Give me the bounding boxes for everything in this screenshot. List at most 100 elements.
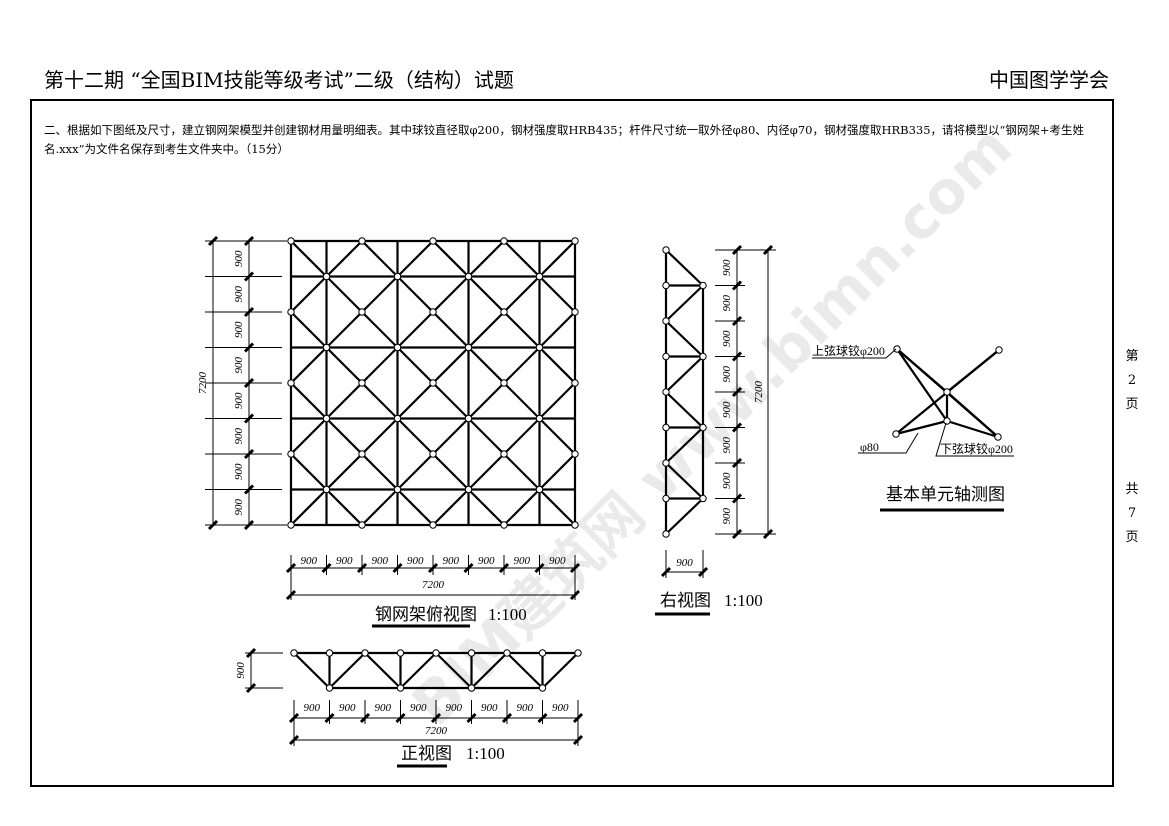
dimension-label: 900 <box>233 286 245 303</box>
bottom-ball-joint <box>535 485 544 494</box>
dimension-label: 900 <box>721 330 733 347</box>
top-ball-joint <box>571 379 579 387</box>
dimension-tick <box>731 422 743 433</box>
bottom-ball-joint <box>393 485 402 494</box>
bottom-ball-joint <box>464 414 473 423</box>
dimension-tick <box>572 734 584 746</box>
plan-scale: 1:100 <box>488 605 527 624</box>
dimension-label: 900 <box>233 428 245 445</box>
dimension-tick <box>245 682 257 694</box>
dimension-tick <box>762 528 774 540</box>
dimension-tick <box>207 235 219 247</box>
page-number: 第 2 页 <box>1122 345 1142 417</box>
dimension-tick <box>731 457 743 469</box>
dimension-label: 900 <box>372 555 389 567</box>
dimension-tick <box>324 712 335 724</box>
top-ball-joint <box>500 521 508 529</box>
dimension-tick <box>731 244 743 256</box>
axon-title: 基本单元轴测图 <box>886 485 1005 504</box>
dimension-tick <box>501 712 513 724</box>
dimension-tick <box>243 271 255 282</box>
dimension-label: 900 <box>478 555 495 567</box>
plan-title: 钢网架俯视图 <box>375 605 477 624</box>
dimension-tick <box>243 484 255 495</box>
member-line <box>435 652 473 689</box>
exam-title: 第十二期 “全国BIM技能等级考试”二级（结构）试题 <box>44 68 514 92</box>
top-ball-joint <box>358 237 366 245</box>
dimension-tick <box>207 519 219 531</box>
ball-joint <box>943 388 951 396</box>
dimension-tick <box>762 244 774 256</box>
dimension-label: 900 <box>552 702 569 714</box>
top-ball-joint <box>287 450 295 458</box>
dimension-label: 7200 <box>197 372 209 395</box>
bottom-ball-joint <box>464 343 473 352</box>
top-ball-joint <box>358 379 366 387</box>
member-line <box>293 652 331 689</box>
unit-member <box>896 348 948 393</box>
top-ball-joint <box>500 237 508 245</box>
ball-joint <box>574 649 582 657</box>
dimension-label: 900 <box>517 702 534 714</box>
top-ball-joint <box>358 308 366 316</box>
dimension-label: 900 <box>233 499 245 516</box>
ball-joint <box>662 317 670 325</box>
dimension-label: 900 <box>446 702 463 714</box>
dimension-tick <box>243 448 255 460</box>
ball-joint <box>325 684 334 692</box>
dimension-tick <box>285 562 297 574</box>
front-scale: 1:100 <box>466 744 505 763</box>
front-view <box>290 649 582 692</box>
page-total: 共 7 页 <box>1122 478 1142 550</box>
member-line <box>665 249 704 287</box>
bottom-ball-joint <box>393 343 402 352</box>
page-value: 2 <box>1127 373 1137 388</box>
dimension-label: 900 <box>721 472 733 489</box>
ball-joint <box>662 281 670 290</box>
bottom-ball-joint <box>322 343 331 352</box>
dimension-label: 900 <box>233 250 245 267</box>
member-line <box>665 462 704 500</box>
dimension-tick <box>288 712 300 724</box>
dimension-label: 900 <box>721 401 733 418</box>
top-ball-joint <box>571 450 579 458</box>
top-ball-joint <box>287 308 295 316</box>
dimension-label: 900 <box>721 437 733 454</box>
right-view <box>662 246 707 538</box>
dimension-tick <box>534 562 545 574</box>
bottom-node-label: 下弦球铰φ200 <box>940 441 1013 456</box>
unit-member <box>895 419 948 436</box>
member-line <box>665 497 704 535</box>
dimension-label: 7200 <box>422 579 445 591</box>
member-line <box>665 391 704 429</box>
dimension-tick <box>466 712 477 724</box>
bottom-ball-joint <box>535 414 544 423</box>
dimension-label: 7200 <box>753 381 765 404</box>
dimension-label: 900 <box>676 557 693 569</box>
dimension-label: 900 <box>339 702 356 714</box>
member-line <box>328 652 366 689</box>
ball-joint <box>662 530 670 538</box>
dimension-tick <box>356 562 368 574</box>
ball-joint <box>662 494 670 503</box>
dimension-label: 900 <box>301 555 318 567</box>
dimension-label: 900 <box>304 702 321 714</box>
ball-joint <box>503 649 511 657</box>
bottom-ball-joint <box>393 272 402 281</box>
dimension-label: 900 <box>443 555 460 567</box>
ball-joint <box>396 684 405 692</box>
organization-name: 中国图学学会 <box>989 68 1109 92</box>
unit-member <box>946 391 999 438</box>
dimension-tick <box>697 566 709 578</box>
dimension-label: 7200 <box>425 725 448 737</box>
dimension-label: 900 <box>721 508 733 525</box>
ball-joint <box>662 423 670 432</box>
ball-joint <box>699 423 707 432</box>
dimension-tick <box>243 235 255 247</box>
ball-joint <box>361 649 369 657</box>
dimension-tick <box>731 386 743 398</box>
ball-joint <box>699 352 707 361</box>
bottom-ball-joint <box>464 485 473 494</box>
top-ball-joint <box>287 237 295 245</box>
